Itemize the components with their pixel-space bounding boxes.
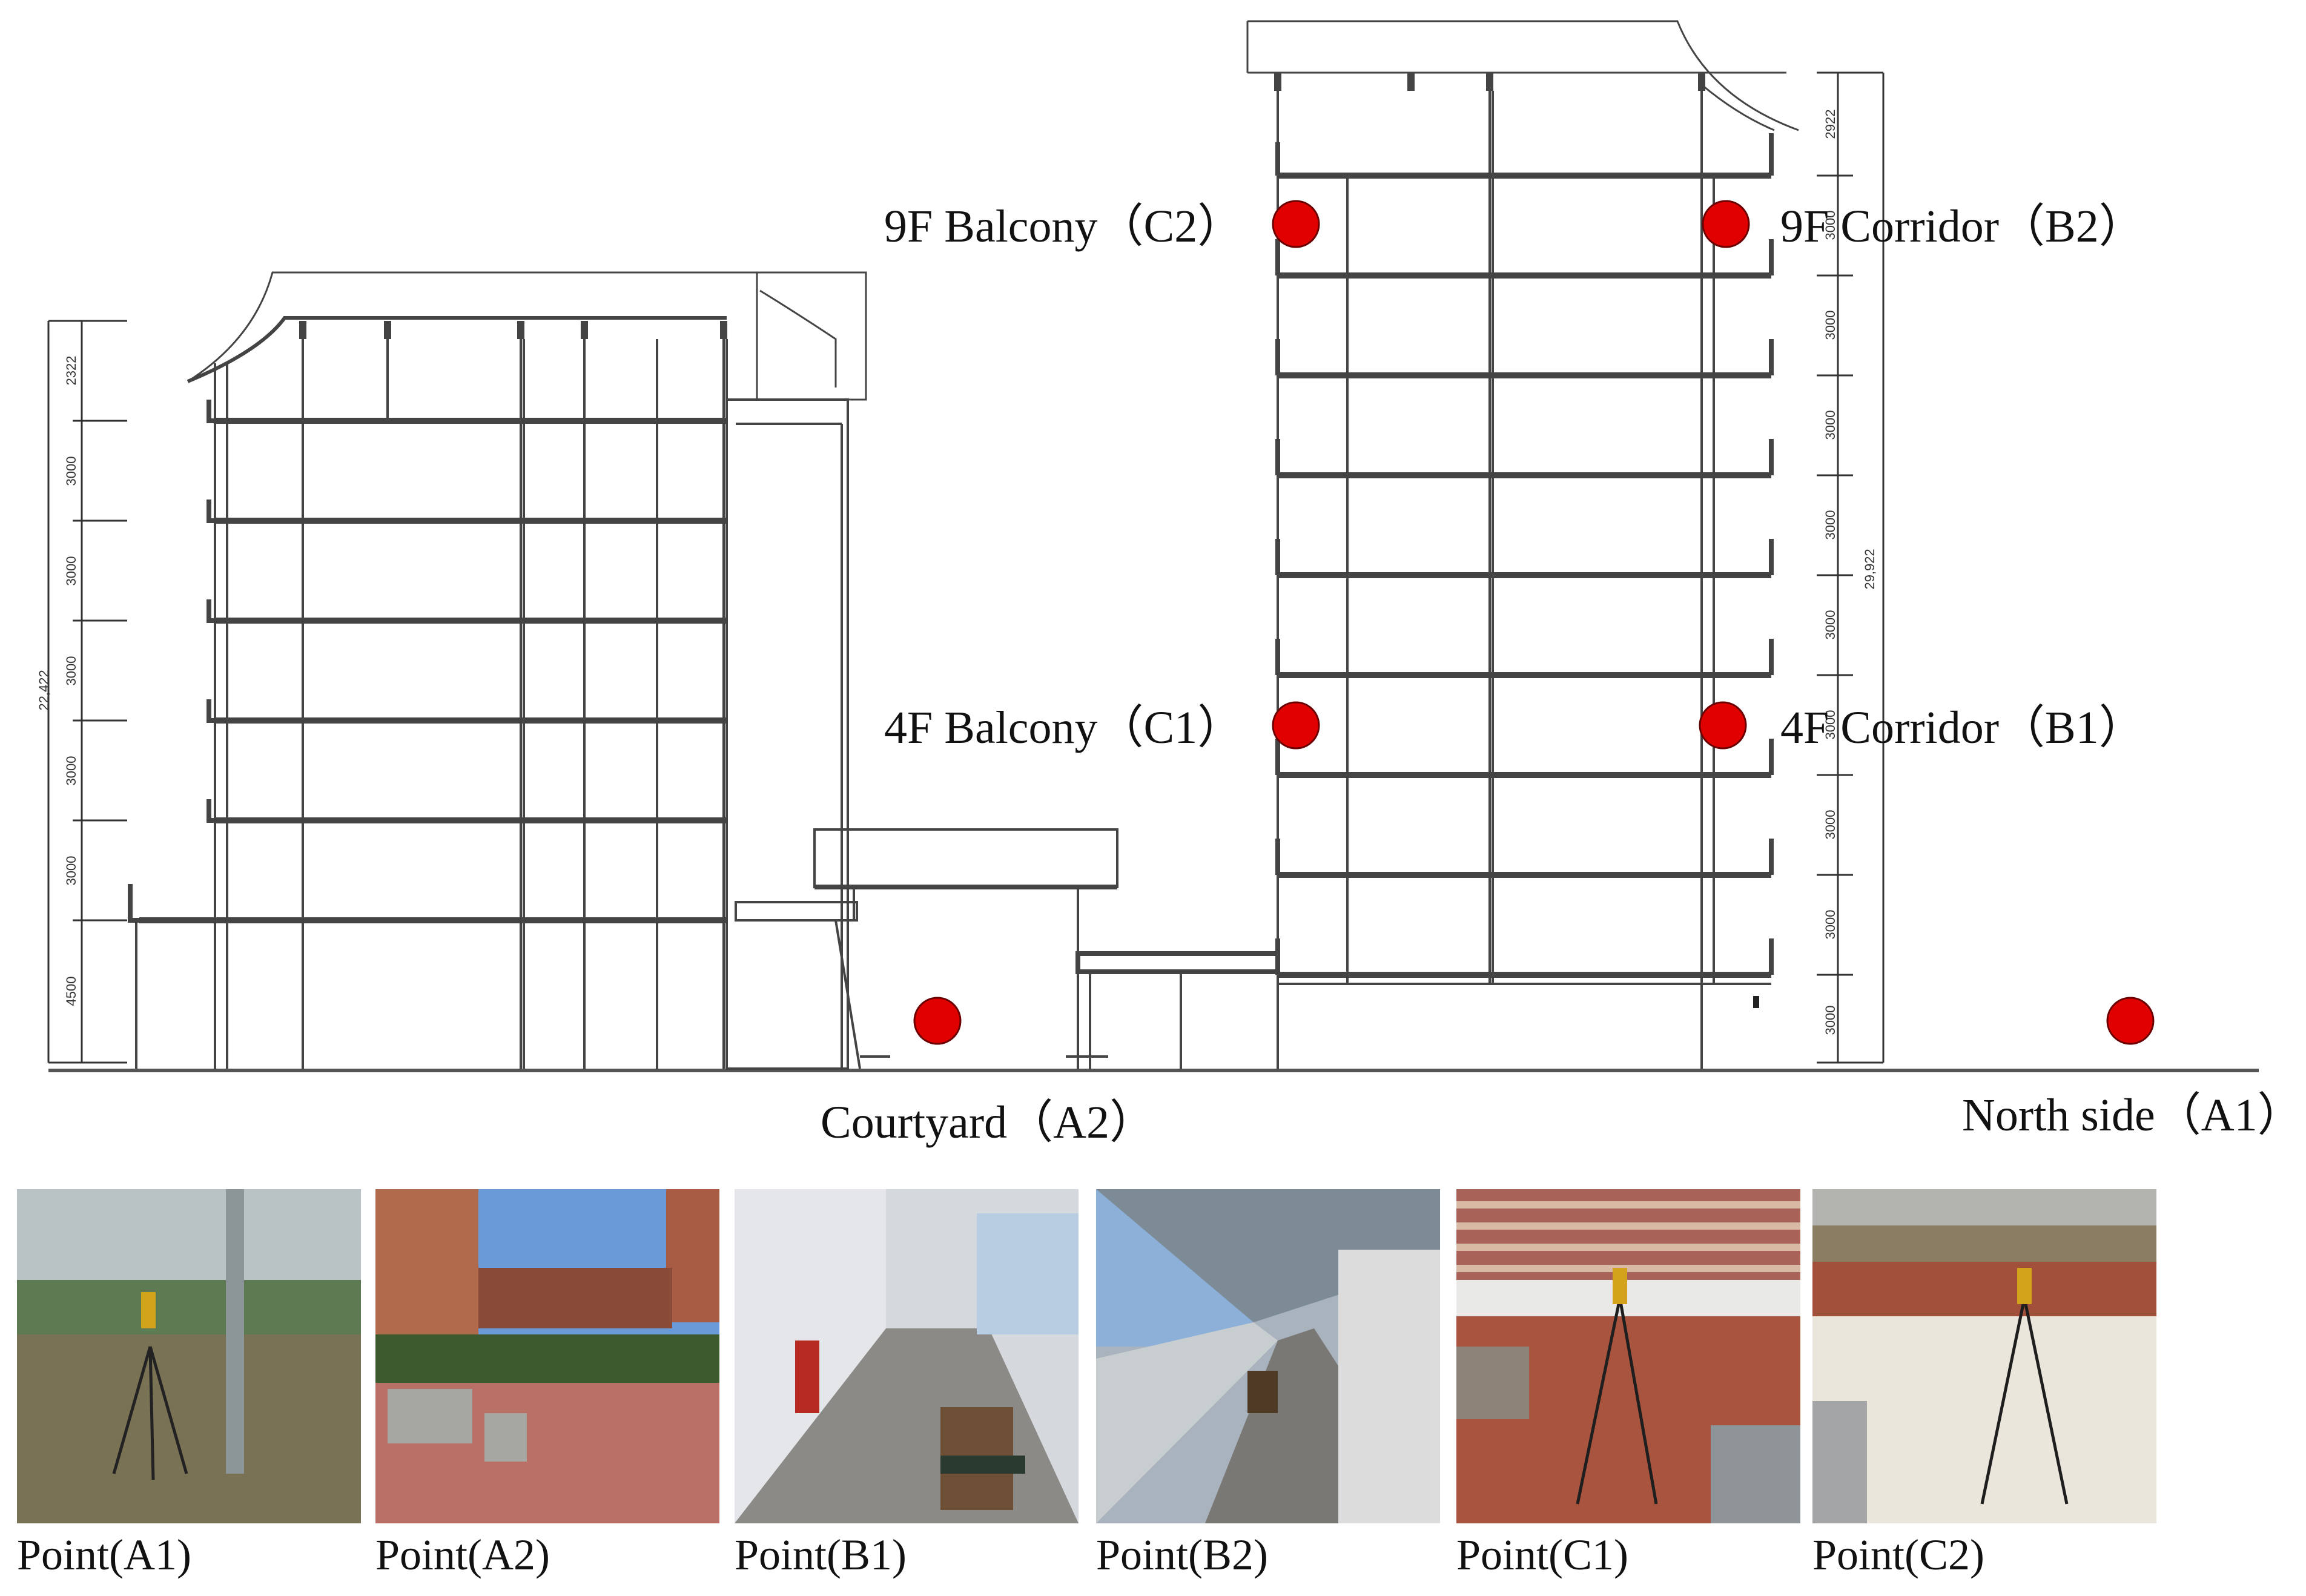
right-total-dimension: 29,922 [1862,549,1877,589]
left-building [128,271,867,1070]
right-dim-8: 3000 [1823,810,1838,840]
marker-c2 [1272,200,1320,248]
caption-a1: Point(A1) [17,1531,191,1579]
right-dimension-chain [1817,71,1885,1064]
right-dim-4: 3000 [1823,411,1838,440]
right-tower [1246,20,1799,1069]
measurement-markers [913,200,2155,1045]
right-dim-6: 3000 [1823,610,1838,640]
label-4f-corridor-b1: 4F Corridor（B1） [1780,702,2145,753]
photo-a2 [375,1189,719,1523]
marker-a2 [913,997,962,1045]
photo-c2 [1812,1189,2156,1523]
label-courtyard-a2: Courtyard（A2） [821,1097,1156,1148]
caption-c1: Point(C1) [1456,1531,1629,1579]
label-9f-corridor-b2: 9F Corridor（B2） [1780,201,2145,252]
left-dim-5: 3000 [64,756,79,786]
connector-structures [735,828,1280,1069]
photo-c1 [1456,1189,1800,1523]
photo-b1 [735,1189,1079,1523]
marker-a1 [2106,997,2155,1045]
photo-a1 [17,1189,361,1523]
right-dim-5: 3000 [1823,510,1838,540]
marker-b1 [1699,701,1747,750]
right-dim-7: 3000 [1823,710,1838,740]
left-dim-1: 2322 [64,356,79,386]
left-total-dimension: 22,422 [36,670,51,710]
left-dim-2: 3000 [64,457,79,486]
marker-b2 [1702,200,1750,248]
right-dim-9: 3000 [1823,910,1838,940]
left-dimension-chain [47,320,127,1064]
caption-b1: Point(B1) [735,1531,907,1579]
right-dim-3: 3000 [1823,311,1838,340]
photo-b2 [1096,1189,1440,1523]
left-dim-3: 3000 [64,556,79,586]
right-dim-1: 2922 [1823,110,1838,139]
left-dim-6: 3000 [64,856,79,886]
caption-c2: Point(C2) [1812,1531,1985,1579]
right-dim-2: 3000 [1823,211,1838,240]
label-4f-balcony-c1: 4F Balcony（C1） [884,702,1244,753]
label-north-side-a1: North side（A1） [1962,1090,2304,1141]
left-dim-4: 3000 [64,656,79,686]
marker-c1 [1272,701,1320,750]
caption-b2: Point(B2) [1096,1531,1269,1579]
right-dim-10: 3000 [1823,1006,1838,1035]
label-9f-balcony-c2: 9F Balcony（C2） [884,201,1244,252]
caption-a2: Point(A2) [375,1531,550,1579]
left-dim-7: 4500 [64,977,79,1006]
